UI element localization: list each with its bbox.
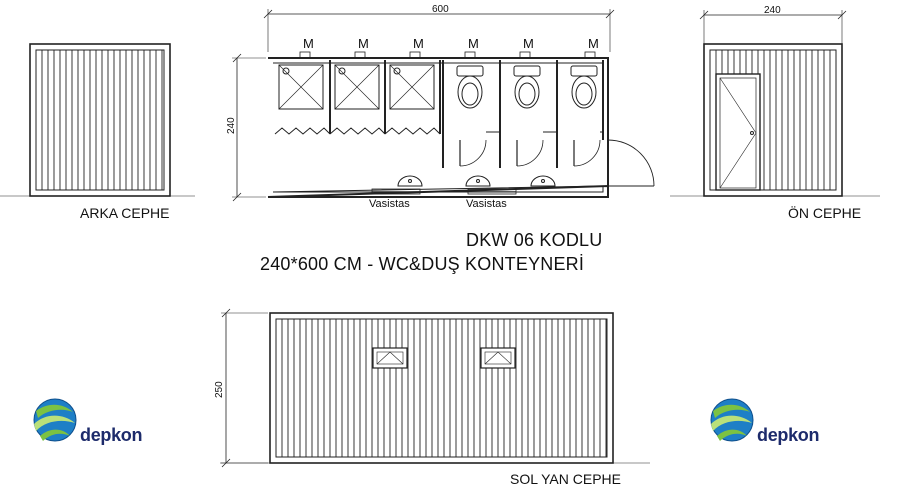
sink-icon	[465, 175, 491, 187]
fixture-mark: M	[303, 36, 314, 51]
side-height-dimension: 250	[214, 381, 225, 398]
fixture-mark: M	[468, 36, 479, 51]
fixture-mark: M	[588, 36, 599, 51]
plan-width-dimension: 600	[432, 4, 449, 15]
side-slats	[281, 319, 607, 457]
left-side-elevation	[220, 308, 650, 468]
sink-icon	[397, 175, 423, 187]
plan-height-dimension: 240	[226, 117, 237, 134]
depkon-logo-left	[33, 398, 77, 442]
toilet-icon	[570, 65, 598, 109]
toilet-icon	[513, 65, 541, 109]
back-elevation	[0, 43, 195, 197]
back-view-label: ARKA CEPHE	[80, 205, 170, 221]
plan-view	[232, 9, 655, 202]
back-slats	[41, 50, 163, 190]
fixture-mark: M	[358, 36, 369, 51]
brand-name-right: depkon	[757, 425, 820, 445]
front-width-dimension: 240	[764, 5, 781, 16]
sink-icon	[530, 175, 556, 187]
window-label: Vasistas	[466, 198, 507, 210]
front-elevation	[670, 10, 880, 197]
front-view-label: ÖN CEPHE	[788, 205, 862, 221]
drawing-title-description: 240*600 CM - WC&DUŞ KONTEYNERİ	[260, 254, 585, 274]
toilet-icon	[456, 65, 484, 109]
side-view-label: SOL YAN CEPHE	[510, 471, 622, 487]
fixture-mark: M	[413, 36, 424, 51]
depkon-logo-right	[710, 398, 754, 442]
fixture-mark: M	[523, 36, 534, 51]
brand-name-left: depkon	[80, 425, 143, 445]
window-label: Vasistas	[369, 198, 410, 210]
drawing-title-code: DKW 06 KODLU	[466, 230, 603, 250]
